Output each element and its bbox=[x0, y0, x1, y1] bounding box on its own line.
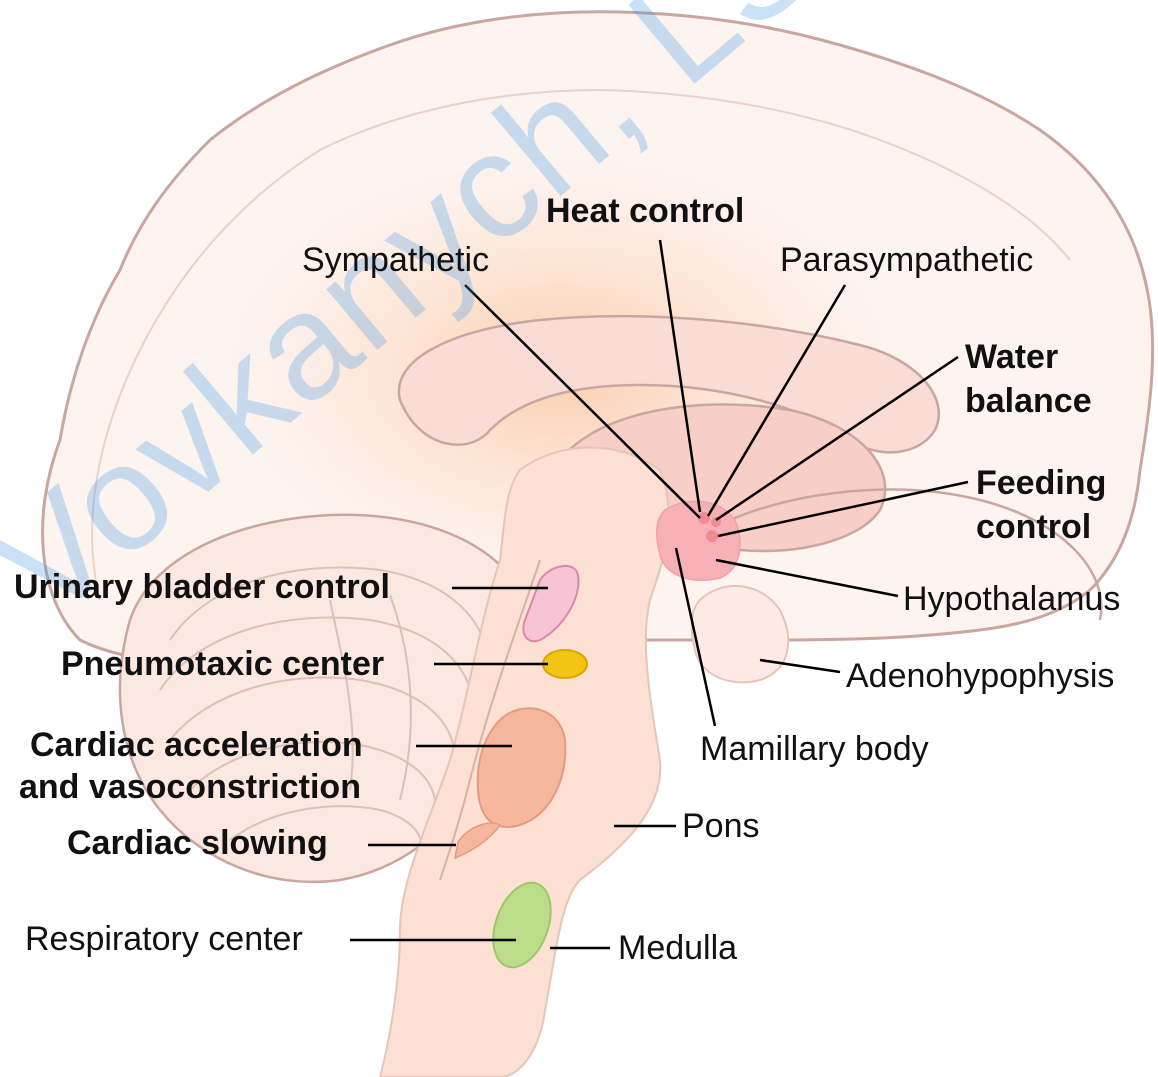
label-cardiac-slowing: Cardiac slowing bbox=[67, 822, 328, 864]
label-cardiac-acceleration-line2: and vasoconstriction bbox=[19, 766, 361, 808]
label-medulla: Medulla bbox=[618, 927, 737, 969]
label-parasympathetic: Parasympathetic bbox=[780, 239, 1033, 281]
label-pneumotaxic-center: Pneumotaxic center bbox=[61, 643, 384, 685]
label-pons: Pons bbox=[682, 805, 760, 847]
label-respiratory-center: Respiratory center bbox=[25, 918, 303, 960]
label-water-balance-line1: Water bbox=[965, 336, 1058, 378]
label-cardiac-acceleration-line1: Cardiac acceleration bbox=[30, 724, 363, 766]
label-adenohypophysis: Adenohypophysis bbox=[846, 655, 1114, 697]
label-feeding-control-line1: Feeding bbox=[976, 462, 1106, 504]
pneumotaxic-region bbox=[543, 650, 587, 678]
label-heat-control: Heat control bbox=[546, 190, 744, 232]
label-mamillary-body: Mamillary body bbox=[700, 728, 929, 770]
label-hypothalamus: Hypothalamus bbox=[903, 578, 1120, 620]
label-water-balance-line2: balance bbox=[965, 380, 1092, 422]
label-urinary-bladder-control: Urinary bladder control bbox=[14, 566, 390, 608]
label-feeding-control-line2: control bbox=[976, 506, 1091, 548]
label-sympathetic: Sympathetic bbox=[302, 239, 489, 281]
hypothalamus-nucleus-3 bbox=[706, 530, 718, 542]
